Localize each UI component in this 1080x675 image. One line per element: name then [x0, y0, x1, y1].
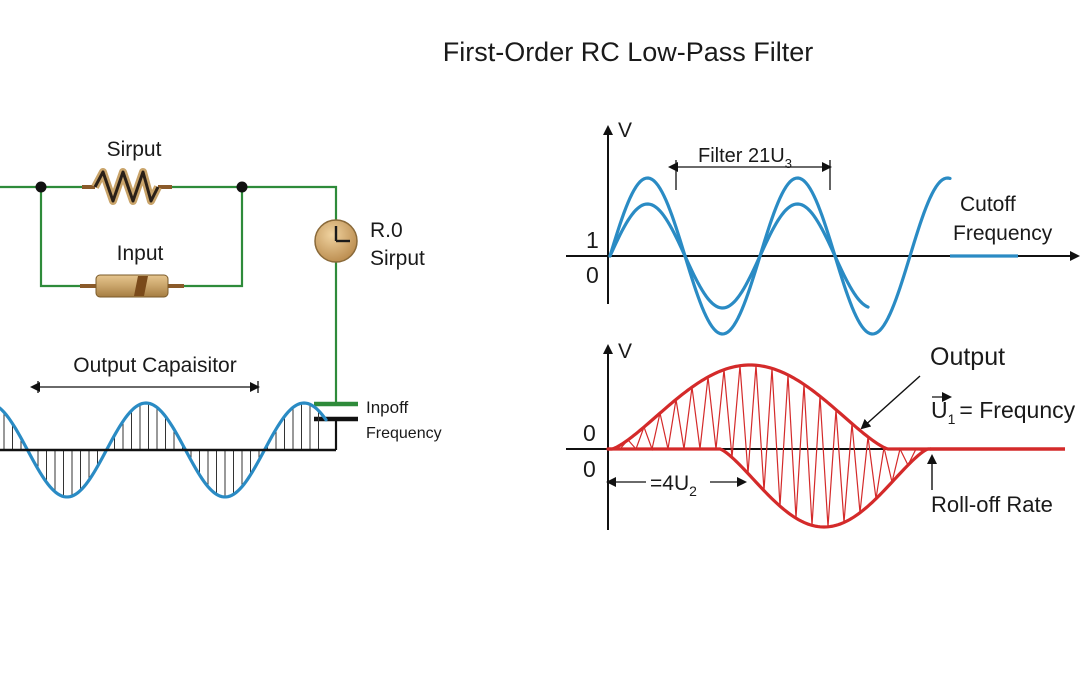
u2-label-bg	[646, 468, 710, 496]
input-resistor	[80, 274, 184, 298]
junction-dot-left	[35, 181, 47, 193]
top-graph-y-label: V	[618, 119, 632, 142]
rc-circuit: Sirput Input R.0 Sirput Inpoff Frequency	[0, 138, 442, 499]
cutoff-label-line2: Frequency	[953, 222, 1053, 245]
resistor-zigzag	[82, 168, 172, 205]
capacitor-label-line1: Inpoff	[366, 398, 409, 417]
output-sine-curve	[0, 401, 328, 499]
filter-span-label: Filter 21U3	[698, 145, 792, 171]
meter-label-line2: Sirput	[370, 247, 425, 270]
bottom-graph-tick-0-bottom: 0	[583, 456, 596, 482]
output-pointer-arrow	[860, 375, 921, 430]
wire-top-right	[160, 185, 338, 220]
cutoff-label-line1: Cutoff	[960, 193, 1016, 216]
wire-parallel-branch	[39, 187, 96, 288]
top-graph: V 1 0 Filter 21U3 Cutoff Frequency	[566, 119, 1080, 336]
bottom-graph-tick-0-top: 0	[583, 420, 596, 446]
equation-text: U1= Frequncy	[931, 397, 1076, 427]
page-title: First-Order RC Low-Pass Filter	[443, 37, 814, 67]
output-capacitor-label: Output Capaisitor	[73, 354, 236, 377]
top-wave-large	[608, 176, 952, 336]
top-wave-small	[608, 202, 870, 310]
top-graph-tick-1: 1	[586, 227, 599, 253]
hatch-zigzag	[612, 365, 925, 527]
wire-parallel-branch-right	[168, 187, 244, 288]
output-envelope-upper	[606, 363, 932, 451]
junction-dot-right	[236, 181, 248, 193]
output-waveform	[0, 401, 328, 499]
bottom-graph: V 0 0 Output U1= Frequncy =4U2 Roll-off …	[566, 340, 1076, 530]
capacitor	[314, 401, 358, 422]
meter-dial	[314, 219, 358, 263]
meter-label-line1: R.0	[370, 219, 403, 242]
u2-span-label: =4U2	[650, 472, 697, 499]
resistor-label: Sirput	[107, 138, 162, 161]
top-graph-tick-0: 0	[586, 262, 599, 288]
capacitor-label-line2: Frequency	[366, 425, 442, 442]
equation-u1: U1= Frequncy	[931, 392, 1076, 427]
output-envelope-lower	[606, 447, 932, 529]
output-red-hatching	[612, 365, 925, 527]
rolloff-label: Roll-off Rate	[931, 492, 1053, 517]
input-label: Input	[117, 242, 164, 265]
output-label: Output	[930, 343, 1005, 371]
bottom-graph-y-label: V	[618, 340, 632, 363]
